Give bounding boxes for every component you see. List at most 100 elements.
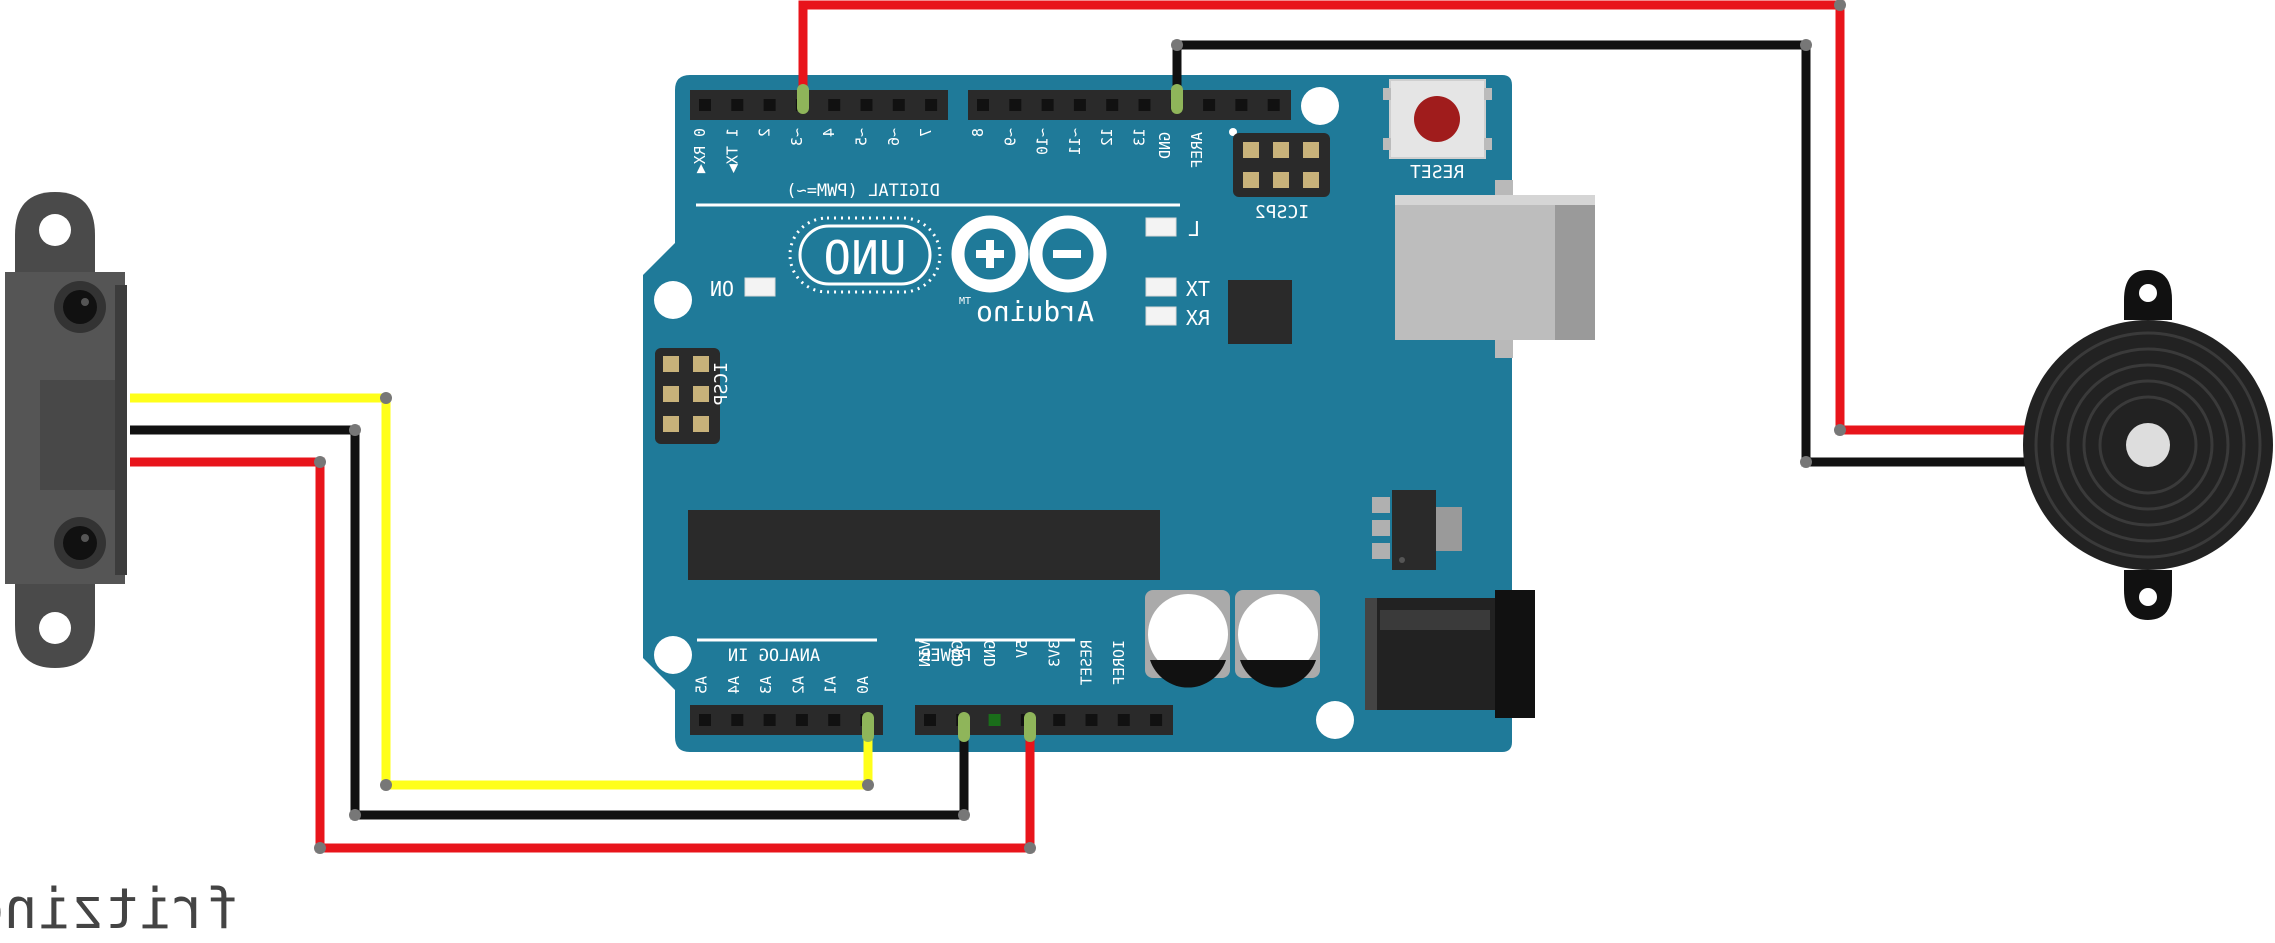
digital-label: DIGITAL (PWM=~)	[786, 181, 940, 201]
digital-pin-label: ~6	[885, 128, 903, 146]
icsp-label: ICSP	[711, 362, 732, 406]
icsp-pin	[693, 416, 709, 432]
header-socket	[731, 714, 744, 726]
power-pin-label: 5V	[1013, 640, 1031, 658]
header-socket	[925, 99, 938, 111]
voltage-regulator	[1372, 490, 1462, 570]
analog-header	[690, 705, 883, 735]
header-socket	[1009, 99, 1022, 111]
icsp-pin	[663, 356, 679, 372]
header-socket	[1235, 99, 1248, 111]
power-pin-label: GND	[949, 640, 967, 667]
usb-connector	[1395, 180, 1595, 358]
icsp-pin	[663, 386, 679, 402]
sensor-hole	[39, 214, 71, 246]
icsp-pin	[1303, 142, 1319, 158]
analog-pin-label: A0	[854, 676, 872, 694]
header-socket	[860, 99, 873, 111]
digital-pin-label: 8	[969, 128, 987, 137]
analog-label: ANALOG IN	[728, 646, 820, 666]
icsp-pin	[1243, 172, 1259, 188]
header-socket	[763, 714, 776, 726]
header-socket	[1106, 99, 1119, 111]
icsp-pin	[1273, 142, 1289, 158]
pin-contacts	[797, 84, 1183, 742]
header-socket	[1053, 714, 1066, 726]
capacitor	[1235, 590, 1320, 688]
wires	[130, 0, 2025, 854]
led-rx-label: RX	[1186, 306, 1210, 330]
digital-pin-label: 0 RX◀	[691, 128, 709, 173]
header-socket	[1138, 99, 1151, 111]
icsp-pin	[1273, 172, 1289, 188]
pin1-dot	[1229, 128, 1237, 136]
digital-pin-label: ~9	[1001, 128, 1019, 146]
arduino-brand: Arduino	[976, 295, 1094, 328]
header-socket	[1150, 714, 1163, 726]
digital-pin-label: 7	[917, 128, 935, 137]
header-socket	[795, 714, 808, 726]
header-socket	[977, 99, 989, 111]
icsp-pin	[663, 416, 679, 432]
reset-button-label: RESET	[1410, 162, 1464, 183]
header-socket	[1073, 99, 1086, 111]
wire-joints	[314, 0, 1846, 854]
mounting-hole	[1316, 701, 1354, 739]
header-socket	[892, 99, 905, 111]
header-socket	[1041, 99, 1054, 111]
power-pin-label: GND	[981, 640, 999, 667]
digital-pin-label: ~5	[853, 128, 871, 146]
board-pcb	[643, 75, 1512, 752]
icsp2-label: ICSP2	[1255, 202, 1309, 223]
icsp-pin	[1243, 142, 1259, 158]
digital-header-left	[690, 90, 948, 120]
digital-pin-label: 12	[1098, 128, 1116, 146]
header-socket	[988, 714, 1001, 726]
led-tx-label: TX	[1186, 277, 1210, 301]
sensor-hole	[39, 612, 71, 644]
reset-button[interactable]: RESET	[1383, 79, 1492, 183]
piezo-buzzer[interactable]	[2023, 270, 2273, 620]
mounting-hole	[1301, 87, 1339, 125]
led-l-label: L	[1188, 217, 1200, 241]
digital-pin-label: 1 TX▶	[723, 128, 741, 173]
digital-pin-label: ~3	[788, 128, 806, 146]
icsp-pin	[693, 356, 709, 372]
icsp2-header: ICSP2	[1233, 133, 1330, 223]
aref-label: AREF	[1188, 132, 1206, 168]
header-socket	[1085, 714, 1098, 726]
arduino-infinity-logo	[951, 215, 1107, 293]
led-on-label: ON	[710, 277, 734, 301]
header-socket	[828, 714, 841, 726]
digital-pin-label: ~11	[1066, 128, 1084, 155]
digital-pin-label: 13	[1131, 128, 1149, 146]
ir-distance-sensor[interactable]	[5, 192, 127, 668]
header-socket	[763, 99, 776, 111]
header-socket	[924, 714, 936, 726]
digital-pin-label: 4	[820, 128, 838, 137]
header-socket	[1267, 99, 1280, 111]
header-socket	[828, 99, 841, 111]
capacitor	[1145, 590, 1230, 688]
power-pin-label: VIN	[916, 640, 934, 667]
power-label: POWER	[919, 646, 971, 666]
power-pin-label: 3V3	[1045, 640, 1063, 667]
power-header	[915, 705, 1173, 735]
uno-logo: UNO	[788, 216, 942, 294]
uno-text: UNO	[823, 231, 906, 285]
analog-pin-label: A3	[757, 676, 775, 694]
header-socket	[699, 99, 711, 111]
analog-pin-label: A2	[789, 676, 807, 694]
icsp-header: ICSP	[655, 348, 732, 444]
analog-pin-label: A4	[725, 676, 743, 694]
power-pin-label: IOREF	[1110, 640, 1128, 685]
led-tx: TX	[1145, 277, 1210, 301]
digital-pin-label: ~10	[1034, 128, 1052, 155]
led-l: L	[1145, 217, 1200, 241]
analog-pin-label: A1	[822, 676, 840, 694]
icsp-pin	[1303, 172, 1319, 188]
header-socket	[731, 99, 744, 111]
